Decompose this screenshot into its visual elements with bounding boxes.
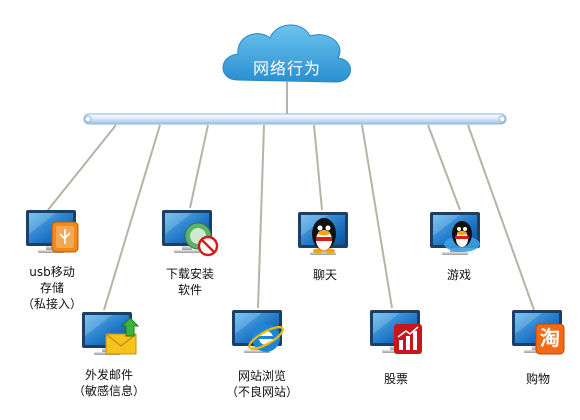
node-label-chat: 聊天 (313, 267, 337, 283)
node-label-download: 下载安装 软件 (166, 266, 214, 298)
download-forbidden-icon (184, 222, 219, 257)
qq-game-icon (444, 221, 480, 252)
node-label-shop: 购物 (526, 371, 550, 387)
connector-shop (467, 124, 535, 311)
ie-browser-icon (248, 324, 284, 352)
node-label-line: （敏感信息） (72, 384, 146, 398)
node-label-line: 聊天 (312, 268, 338, 282)
node-label-line: 股票 (383, 372, 409, 386)
node-label-line: usb移动 (29, 265, 75, 279)
cloud-node (222, 24, 351, 83)
node-label-mail: 外发邮件 （敏感信息） (73, 367, 145, 399)
stock-chart-icon (394, 324, 422, 354)
connector-game (427, 124, 461, 211)
shop-icon-text: 淘 (540, 326, 560, 350)
connector-lines (47, 124, 535, 311)
node-label-line: 游戏 (446, 268, 472, 282)
bus-bar (83, 113, 507, 125)
taobao-icon: 淘 (535, 323, 565, 355)
node-label-line: 购物 (525, 372, 551, 386)
node-label-browse: 网站浏览 （不良网站） (226, 368, 298, 400)
usb-drive-icon (51, 221, 79, 253)
center-label: 网络行为 (252, 59, 322, 78)
node-label-stock: 股票 (384, 371, 408, 387)
node-label-line: 下载安装 (165, 267, 215, 281)
node-label-line: 存储 (39, 281, 65, 295)
node-label-line: 软件 (177, 283, 203, 297)
connector-mail (103, 124, 161, 311)
qq-penguin-icon (312, 218, 336, 254)
connector-download (189, 124, 209, 209)
connector-browse (257, 124, 265, 309)
node-label-line: 网站浏览 (237, 369, 287, 383)
node-label-line: （不良网站） (225, 385, 299, 399)
connector-stock (361, 124, 393, 309)
connector-chat (313, 124, 323, 211)
node-label-game: 游戏 (447, 267, 471, 283)
node-label-line: （私接入） (21, 297, 83, 311)
connector-usb (47, 124, 117, 211)
node-label-line: 外发邮件 (84, 368, 134, 382)
mail-envelope-icon (105, 317, 140, 355)
node-label-usb: usb移动 存储 （私接入） (22, 264, 82, 312)
